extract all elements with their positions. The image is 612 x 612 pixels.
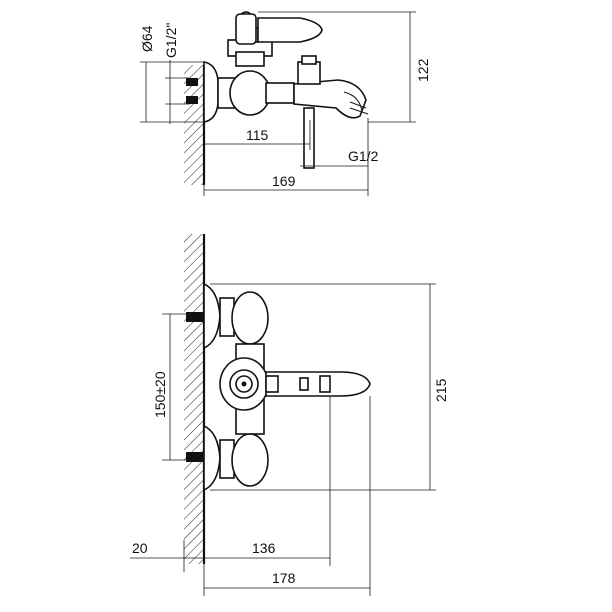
dim-wall-thickness-label: 20 [132, 540, 148, 556]
handle-lever-top [257, 17, 323, 43]
dim-wall-to-handle-label: 136 [252, 540, 276, 556]
dim-height-front-label: 215 [433, 378, 449, 402]
dim-height-top-label: 122 [415, 58, 431, 82]
dim-wall-to-spout-label: 115 [246, 127, 269, 143]
dim-total-depth-top-label: 169 [272, 173, 296, 189]
escutcheon-lower [203, 424, 221, 492]
inlet-body-upper [231, 291, 269, 345]
front-view: 150±20 215 20 136 178 [130, 234, 449, 596]
escutcheon-top [203, 61, 219, 123]
inlet-body-lower [231, 433, 269, 487]
dim-total-depth-front-label: 178 [272, 570, 296, 586]
dim-inlet-thread-label: G1/2" [163, 23, 179, 58]
wall-section-front [184, 234, 204, 564]
dim-diameter-label: Ø64 [139, 25, 155, 52]
dim-outlet-thread-label: G1/2 [348, 148, 379, 164]
outlet-pipe-top [303, 107, 315, 169]
spout-top [293, 79, 367, 119]
dim-inlet-spacing-label: 150±20 [152, 371, 168, 418]
escutcheon-upper [203, 282, 221, 350]
handle-lever-front [265, 371, 371, 397]
top-view: Ø64 G1/2" 122 115 G1/2 169 [139, 11, 431, 196]
wall-section-top [184, 65, 204, 185]
